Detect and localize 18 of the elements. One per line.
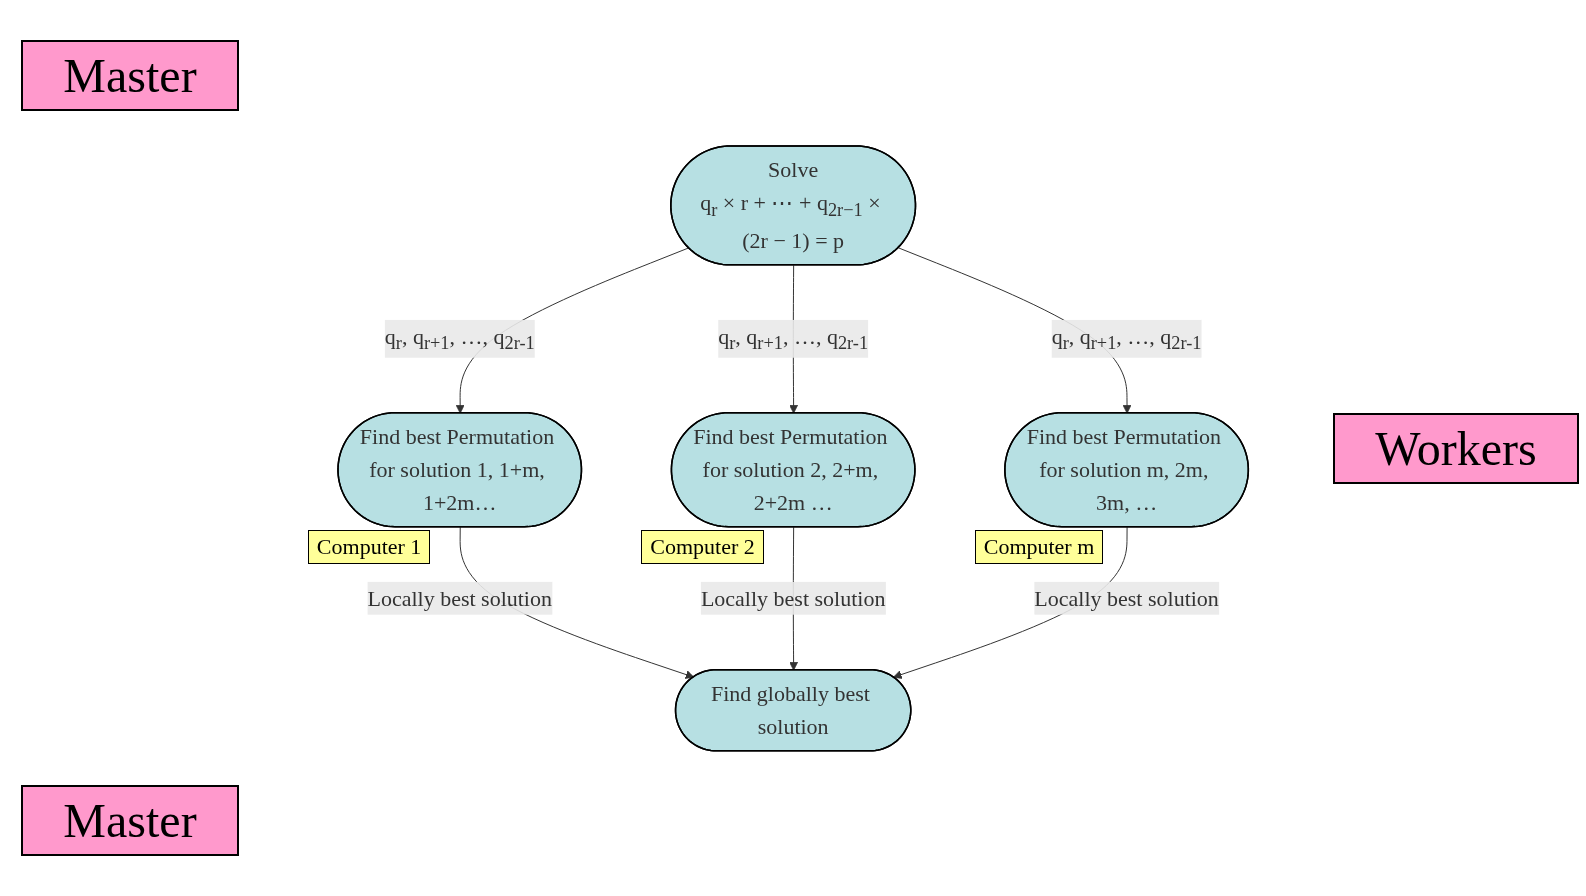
edge-label: q$_{r}$, q$_{r+1}$, …, q$_{2r-1}$ <box>1051 319 1202 358</box>
edge-label: Locally best solution <box>700 581 886 615</box>
node-label: Find best Permutation for solution m, 2m, 3m, … <box>1026 423 1221 515</box>
edge-label: q$_{r}$, q$_{r+1}$, …, q$_{2r-1}$ <box>384 319 535 358</box>
edge-label: Locally best solution <box>367 581 552 615</box>
node-label: Find globally best solution <box>710 680 870 739</box>
role-label: Workers <box>1333 412 1579 484</box>
node-label: Find best Permutation for solution 2, 2+m, 2+2m … <box>693 423 888 515</box>
node-label: q$_{r}$ × r + ⋯ + q$_{2r−1}$ × (2r − 1) = p <box>700 190 881 253</box>
edge-label: q$_{r}$, q$_{r+1}$, …, q$_{2r-1}$ <box>718 319 868 358</box>
node-label: Solve <box>767 157 819 183</box>
role-label: Master <box>21 785 239 856</box>
computer-label: Computer 2 <box>641 530 764 565</box>
computer-label: Computer 1 <box>307 530 431 565</box>
node-label: Find best Permutation for solution 1, 1+m, 1+2m… <box>359 423 554 515</box>
role-label: Master <box>21 40 239 111</box>
edge-label: Locally best solution <box>1034 581 1219 615</box>
computer-label: Computer m <box>974 530 1104 565</box>
